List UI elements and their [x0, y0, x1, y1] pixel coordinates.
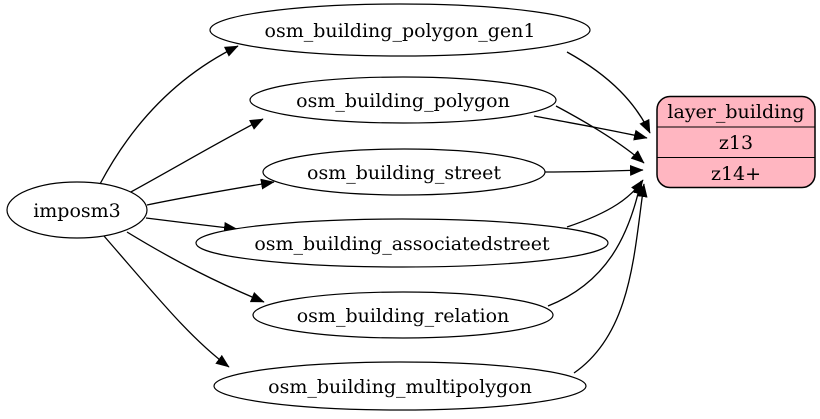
osm_building_associatedstreet-label: osm_building_associatedstreet [254, 233, 550, 255]
node-osm_building_relation: osm_building_relation [252, 291, 554, 339]
osm_building_relation-label: osm_building_relation [297, 305, 510, 327]
osm_building_multipolygon-ellipse [213, 361, 587, 411]
osm_building_street-label: osm_building_street [307, 162, 501, 184]
edge-osm_building_associatedstreet-to-layer_building-z14 [566, 179, 644, 228]
node-osm_building_multipolygon: osm_building_multipolygon [213, 361, 587, 411]
edge-imposm3-to-osm_building_street [146, 178, 275, 206]
node-layer_building: layer_building z13 z14+ [656, 95, 816, 189]
edge-osm_building_polygon_gen1-to-layer_building-z13 [566, 51, 651, 134]
osm_building_relation-ellipse [252, 291, 554, 339]
osm_building_polygon_gen1-ellipse [209, 3, 591, 57]
node-osm_building_street: osm_building_street [262, 148, 546, 196]
osm_building_polygon_gen1-label: osm_building_polygon_gen1 [265, 20, 536, 42]
edge-imposm3-to-osm_building_multipolygon [103, 235, 230, 368]
osm_building_associatedstreet-ellipse [195, 218, 609, 268]
edge-imposm3-to-osm_building_relation [126, 231, 265, 303]
imposm3-ellipse [6, 181, 148, 239]
osm_building_polygon-label: osm_building_polygon [296, 90, 510, 112]
osm_building_polygon-ellipse [249, 76, 557, 124]
edge-imposm3-to-osm_building_polygon_gen1 [99, 45, 239, 185]
layer_building-record-rect [656, 95, 816, 189]
edge-osm_building_relation-to-layer_building-z14 [547, 180, 644, 307]
osm_building_street-ellipse [262, 148, 546, 196]
edge-osm_building_polygon-to-layer_building-z14 [555, 105, 645, 164]
layer_building-row-z14: z14+ [711, 163, 761, 185]
node-osm_building_associatedstreet: osm_building_associatedstreet [195, 218, 609, 268]
osm_building_multipolygon-label: osm_building_multipolygon [268, 376, 532, 398]
layer_building-title: layer_building [667, 101, 804, 123]
edge-osm_building_polygon-to-layer_building-z13 [533, 115, 648, 141]
edge-imposm3-to-osm_building_associatedstreet [145, 217, 238, 233]
node-osm_building_polygon: osm_building_polygon [249, 76, 557, 124]
edge-osm_building_multipolygon-to-layer_building-z14 [573, 183, 648, 374]
edge-osm_building_street-to-layer_building-z14 [544, 164, 644, 176]
node-imposm3: imposm3 [6, 181, 148, 239]
node-osm_building_polygon_gen1: osm_building_polygon_gen1 [209, 3, 591, 57]
edge-imposm3-to-osm_building_polygon [128, 118, 264, 194]
layer_building-row-z13: z13 [719, 132, 753, 154]
imposm3-label: imposm3 [33, 200, 121, 222]
